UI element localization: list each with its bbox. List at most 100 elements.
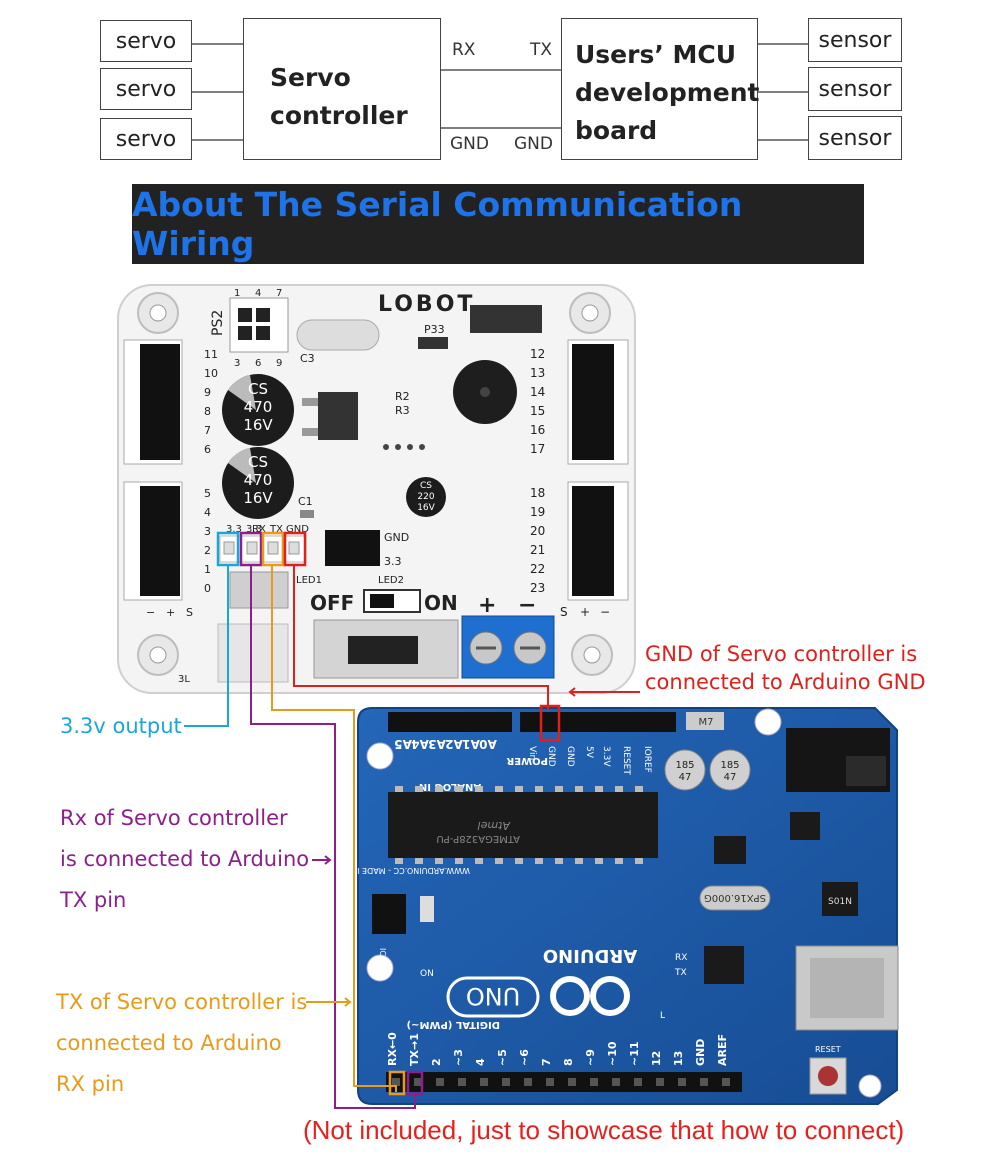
- capacitor-470uf-2: CS 470 16V: [222, 447, 294, 519]
- svg-text:6: 6: [204, 443, 211, 456]
- servo-box-1: servo: [100, 20, 192, 62]
- digital-pin-label: ~6: [518, 1049, 531, 1066]
- svg-text:ON: ON: [420, 969, 434, 979]
- svg-text:UNO: UNO: [466, 982, 520, 1010]
- digital-pin-label: AREF: [716, 1034, 729, 1066]
- tx-wire: [271, 565, 397, 1092]
- digital-pin-label: ~5: [496, 1049, 509, 1066]
- footer-note: (Not included, just to showcase that how…: [303, 1115, 905, 1145]
- crystal-oscillator: [296, 319, 380, 351]
- v33-wire: [184, 565, 229, 727]
- svg-text:3.3V: 3.3V: [601, 746, 611, 767]
- brand-logo: LOBOT: [378, 292, 475, 317]
- svg-text:7: 7: [204, 424, 211, 437]
- svg-text:A4: A4: [411, 737, 429, 751]
- svg-text:RESET: RESET: [621, 746, 631, 775]
- rx-wire: [250, 565, 416, 1109]
- svg-text:TX: TX: [269, 524, 283, 535]
- svg-text:220: 220: [417, 492, 434, 502]
- servo-box-3: servo: [100, 118, 192, 160]
- servo-controller-board: LOBOT PS2 1 4 7 3 6 9 P33 C3 R2 R3: [117, 284, 636, 694]
- digital-pin-label: ~11: [628, 1041, 641, 1066]
- pin-label-tx: TX: [530, 40, 553, 60]
- svg-text:ARDUINO: ARDUINO: [543, 945, 637, 966]
- svg-text:14: 14: [530, 385, 545, 399]
- serial-header: 3.3 3.3 RX TX GND: [216, 524, 309, 567]
- block-connector-lines: [192, 43, 808, 141]
- svg-text:TX: TX: [674, 968, 687, 978]
- svg-text:18: 18: [530, 486, 545, 500]
- svg-text:RX: RX: [675, 953, 687, 963]
- sensor-box-1: sensor: [808, 18, 902, 62]
- svg-text:7: 7: [276, 288, 282, 299]
- mcu-board-box: Users’ MCU development board: [561, 18, 760, 160]
- capacitor-470uf-1: CS 470 16V: [222, 374, 294, 446]
- gnd-wire: [293, 565, 549, 710]
- svg-text:19: 19: [530, 505, 545, 519]
- svg-text:470: 470: [244, 471, 273, 489]
- svg-text:3: 3: [234, 358, 240, 369]
- svg-text:A1: A1: [462, 737, 480, 751]
- servo-controller-box: Servo controller: [243, 18, 441, 160]
- arduino-capacitors: 185 47 185 47: [664, 749, 751, 791]
- svg-text:47: 47: [724, 772, 737, 783]
- servo-header-right: 12 13 14 15 16 17 18 19 20 21 22 23 S + …: [530, 339, 629, 619]
- svg-text:R3: R3: [395, 404, 410, 417]
- svg-text:4: 4: [204, 506, 211, 519]
- pin-label-rx: RX: [452, 40, 476, 60]
- svg-text:ANALOG IN: ANALOG IN: [419, 781, 481, 792]
- svg-text:−: −: [518, 593, 536, 618]
- svg-text:16V: 16V: [417, 503, 435, 513]
- tx-annotation: TX of Servo controller is connected to A…: [56, 990, 308, 1096]
- svg-text:15: 15: [530, 404, 545, 418]
- digital-pin-label: TX→1: [408, 1033, 421, 1066]
- analog-header: [388, 712, 512, 732]
- svg-text:+: +: [478, 593, 496, 618]
- svg-text:LED2: LED2: [378, 575, 404, 586]
- digital-pin-label: ~10: [606, 1041, 619, 1066]
- voltage-regulator: [318, 392, 358, 440]
- svg-text:Vin: Vin: [527, 746, 537, 760]
- svg-text:185: 185: [675, 760, 694, 771]
- sensor-box-2: sensor: [808, 67, 902, 111]
- svg-text:+: +: [166, 606, 175, 619]
- svg-text:S01N: S01N: [828, 897, 852, 907]
- svg-text:ICSP: ICSP: [378, 948, 387, 966]
- svg-text:2: 2: [204, 544, 211, 557]
- svg-text:C3: C3: [300, 352, 315, 365]
- svg-text:DIGITAL (PWM~): DIGITAL (PWM~): [407, 1019, 500, 1030]
- svg-text:IOREF: IOREF: [642, 746, 652, 773]
- svg-text:8: 8: [204, 405, 211, 418]
- svg-text:Atmel: Atmel: [478, 819, 511, 832]
- power-header: [325, 530, 380, 566]
- arduino-crystal: [699, 885, 771, 911]
- svg-text:CS: CS: [248, 453, 268, 471]
- digital-pin-label: 13: [672, 1051, 685, 1066]
- svg-text:16: 16: [530, 423, 545, 437]
- svg-text:GND: GND: [546, 746, 556, 767]
- sensor-box-3: sensor: [808, 116, 902, 160]
- connection-wires: [184, 565, 640, 1109]
- v33-annotation: 3.3v output: [60, 714, 182, 738]
- arduino-gnd-highlight: [539, 704, 561, 742]
- svg-text:5: 5: [204, 487, 211, 500]
- m7-diode: [686, 712, 724, 730]
- svg-text:RESET: RESET: [815, 1045, 841, 1054]
- svg-text:16V: 16V: [243, 489, 273, 507]
- svg-text:POWER: POWER: [506, 755, 548, 766]
- svg-text:GND: GND: [286, 524, 309, 535]
- power-header-arduino: [520, 712, 676, 732]
- svg-text:11: 11: [204, 348, 218, 361]
- connector-top: [470, 305, 542, 333]
- svg-text:9: 9: [276, 358, 282, 369]
- servo-header-left: 11 10 9 8 7 6 5 4 3 2 1 0 − + S: [123, 339, 218, 619]
- svg-text:L: L: [660, 1011, 665, 1021]
- arduino-logo: UNO ARDUINO: [446, 945, 637, 1018]
- svg-text:20: 20: [530, 524, 545, 538]
- atmega-chip: [388, 792, 658, 858]
- svg-text:1: 1: [234, 288, 240, 299]
- svg-text:SPX16.000G: SPX16.000G: [704, 892, 766, 903]
